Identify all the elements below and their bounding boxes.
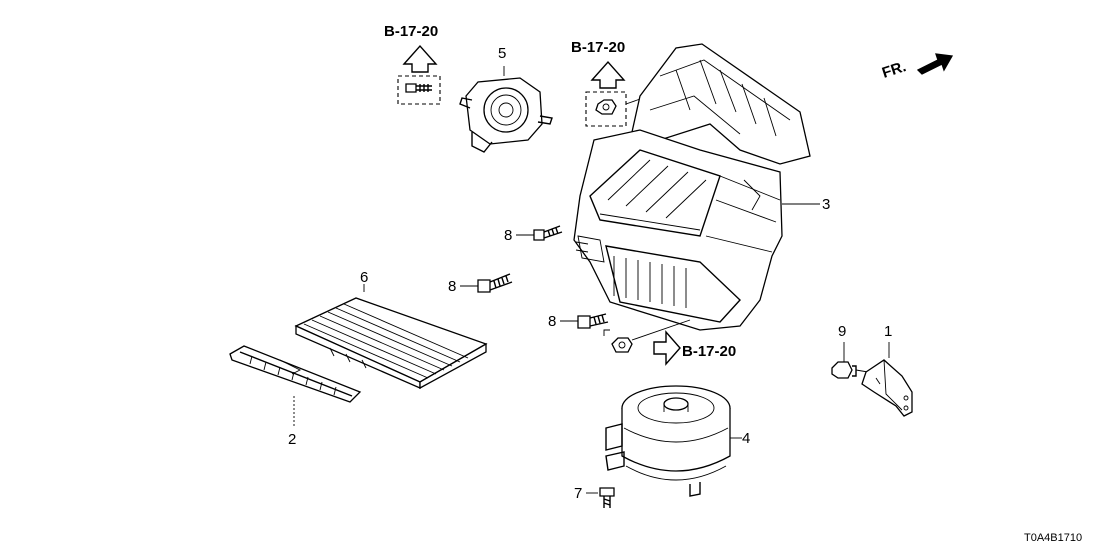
part-number-5: 5 — [498, 45, 506, 62]
nut-icon — [595, 99, 617, 115]
part-7-screw[interactable]: 7 — [574, 485, 615, 508]
part-8-screw-middle[interactable]: 8 — [448, 273, 513, 295]
right-arrow-icon — [653, 330, 681, 366]
diagram-code: T0A4B1710 — [1024, 532, 1082, 544]
reference-group-top-left[interactable]: B-17-20 — [384, 23, 441, 105]
part-number-7: 7 — [574, 485, 582, 502]
part-6-filter[interactable]: 6 — [294, 269, 488, 390]
part-8-screw-upper[interactable]: 8 — [504, 225, 563, 244]
part-1-bracket[interactable]: 1 — [861, 323, 913, 417]
nut-icon — [611, 337, 633, 353]
part-4-blower-motor[interactable]: 4 — [605, 385, 750, 497]
part-number-4: 4 — [742, 430, 750, 447]
part-5-actuator[interactable]: 5 — [459, 45, 553, 153]
part-number-8: 8 — [448, 278, 456, 295]
reference-label[interactable]: B-17-20 — [384, 23, 438, 40]
part-number-2: 2 — [288, 431, 296, 448]
part-number-8: 8 — [548, 313, 556, 330]
part-8-screw-lower[interactable]: 8 — [548, 313, 609, 330]
part-9-nut[interactable]: 9 — [831, 323, 869, 379]
front-direction-indicator: FR. — [880, 53, 954, 82]
reference-group-bottom[interactable]: B-17-20 — [603, 319, 736, 366]
up-arrow-icon — [402, 44, 438, 73]
front-arrow-icon — [916, 53, 954, 75]
part-number-8: 8 — [504, 227, 512, 244]
part-number-3: 3 — [822, 196, 830, 213]
part-2-filter-cover[interactable]: 2 — [229, 345, 362, 448]
up-arrow-icon — [590, 60, 626, 89]
dashed-box — [585, 91, 627, 127]
reference-group-top-center[interactable]: B-17-20 — [571, 39, 661, 127]
reference-label[interactable]: B-17-20 — [682, 343, 736, 360]
part-number-1: 1 — [884, 323, 892, 340]
screw-icon — [405, 83, 432, 93]
part-3-blower-housing[interactable]: 3 — [573, 43, 830, 331]
part-number-9: 9 — [838, 323, 846, 340]
part-number-6: 6 — [360, 269, 368, 286]
reference-label[interactable]: B-17-20 — [571, 39, 625, 56]
front-label: FR. — [880, 58, 908, 82]
dashed-box — [397, 75, 441, 105]
